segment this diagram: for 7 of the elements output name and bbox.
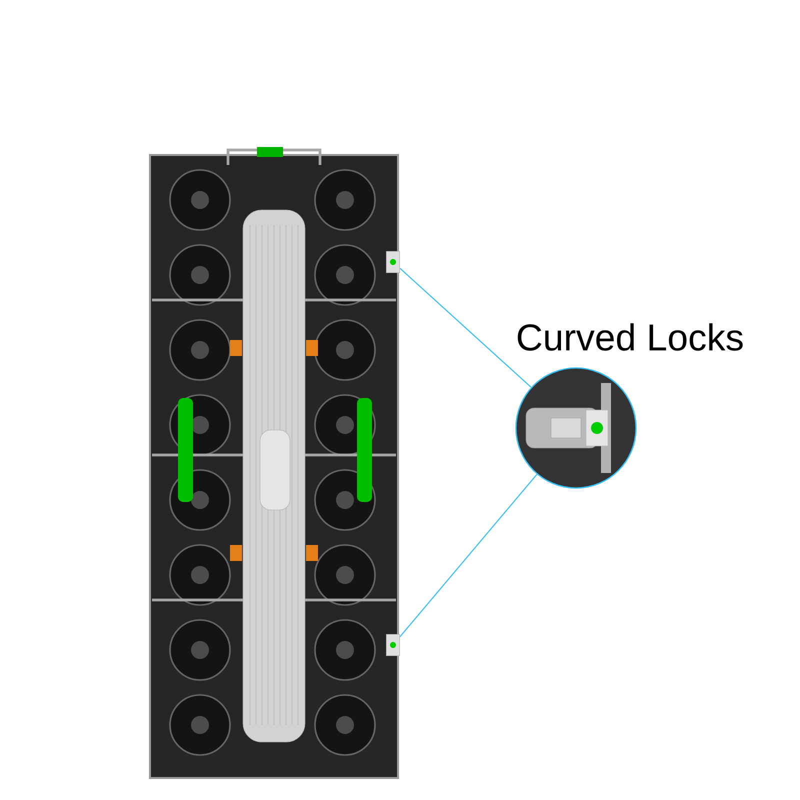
panel-drawing [149,147,399,779]
magnified-lock-drawing [515,367,637,489]
lock [386,634,400,656]
callout-label: Curved Locks [518,323,743,351]
lock [386,251,400,273]
leader-line [400,474,538,638]
leader-line [400,268,532,388]
